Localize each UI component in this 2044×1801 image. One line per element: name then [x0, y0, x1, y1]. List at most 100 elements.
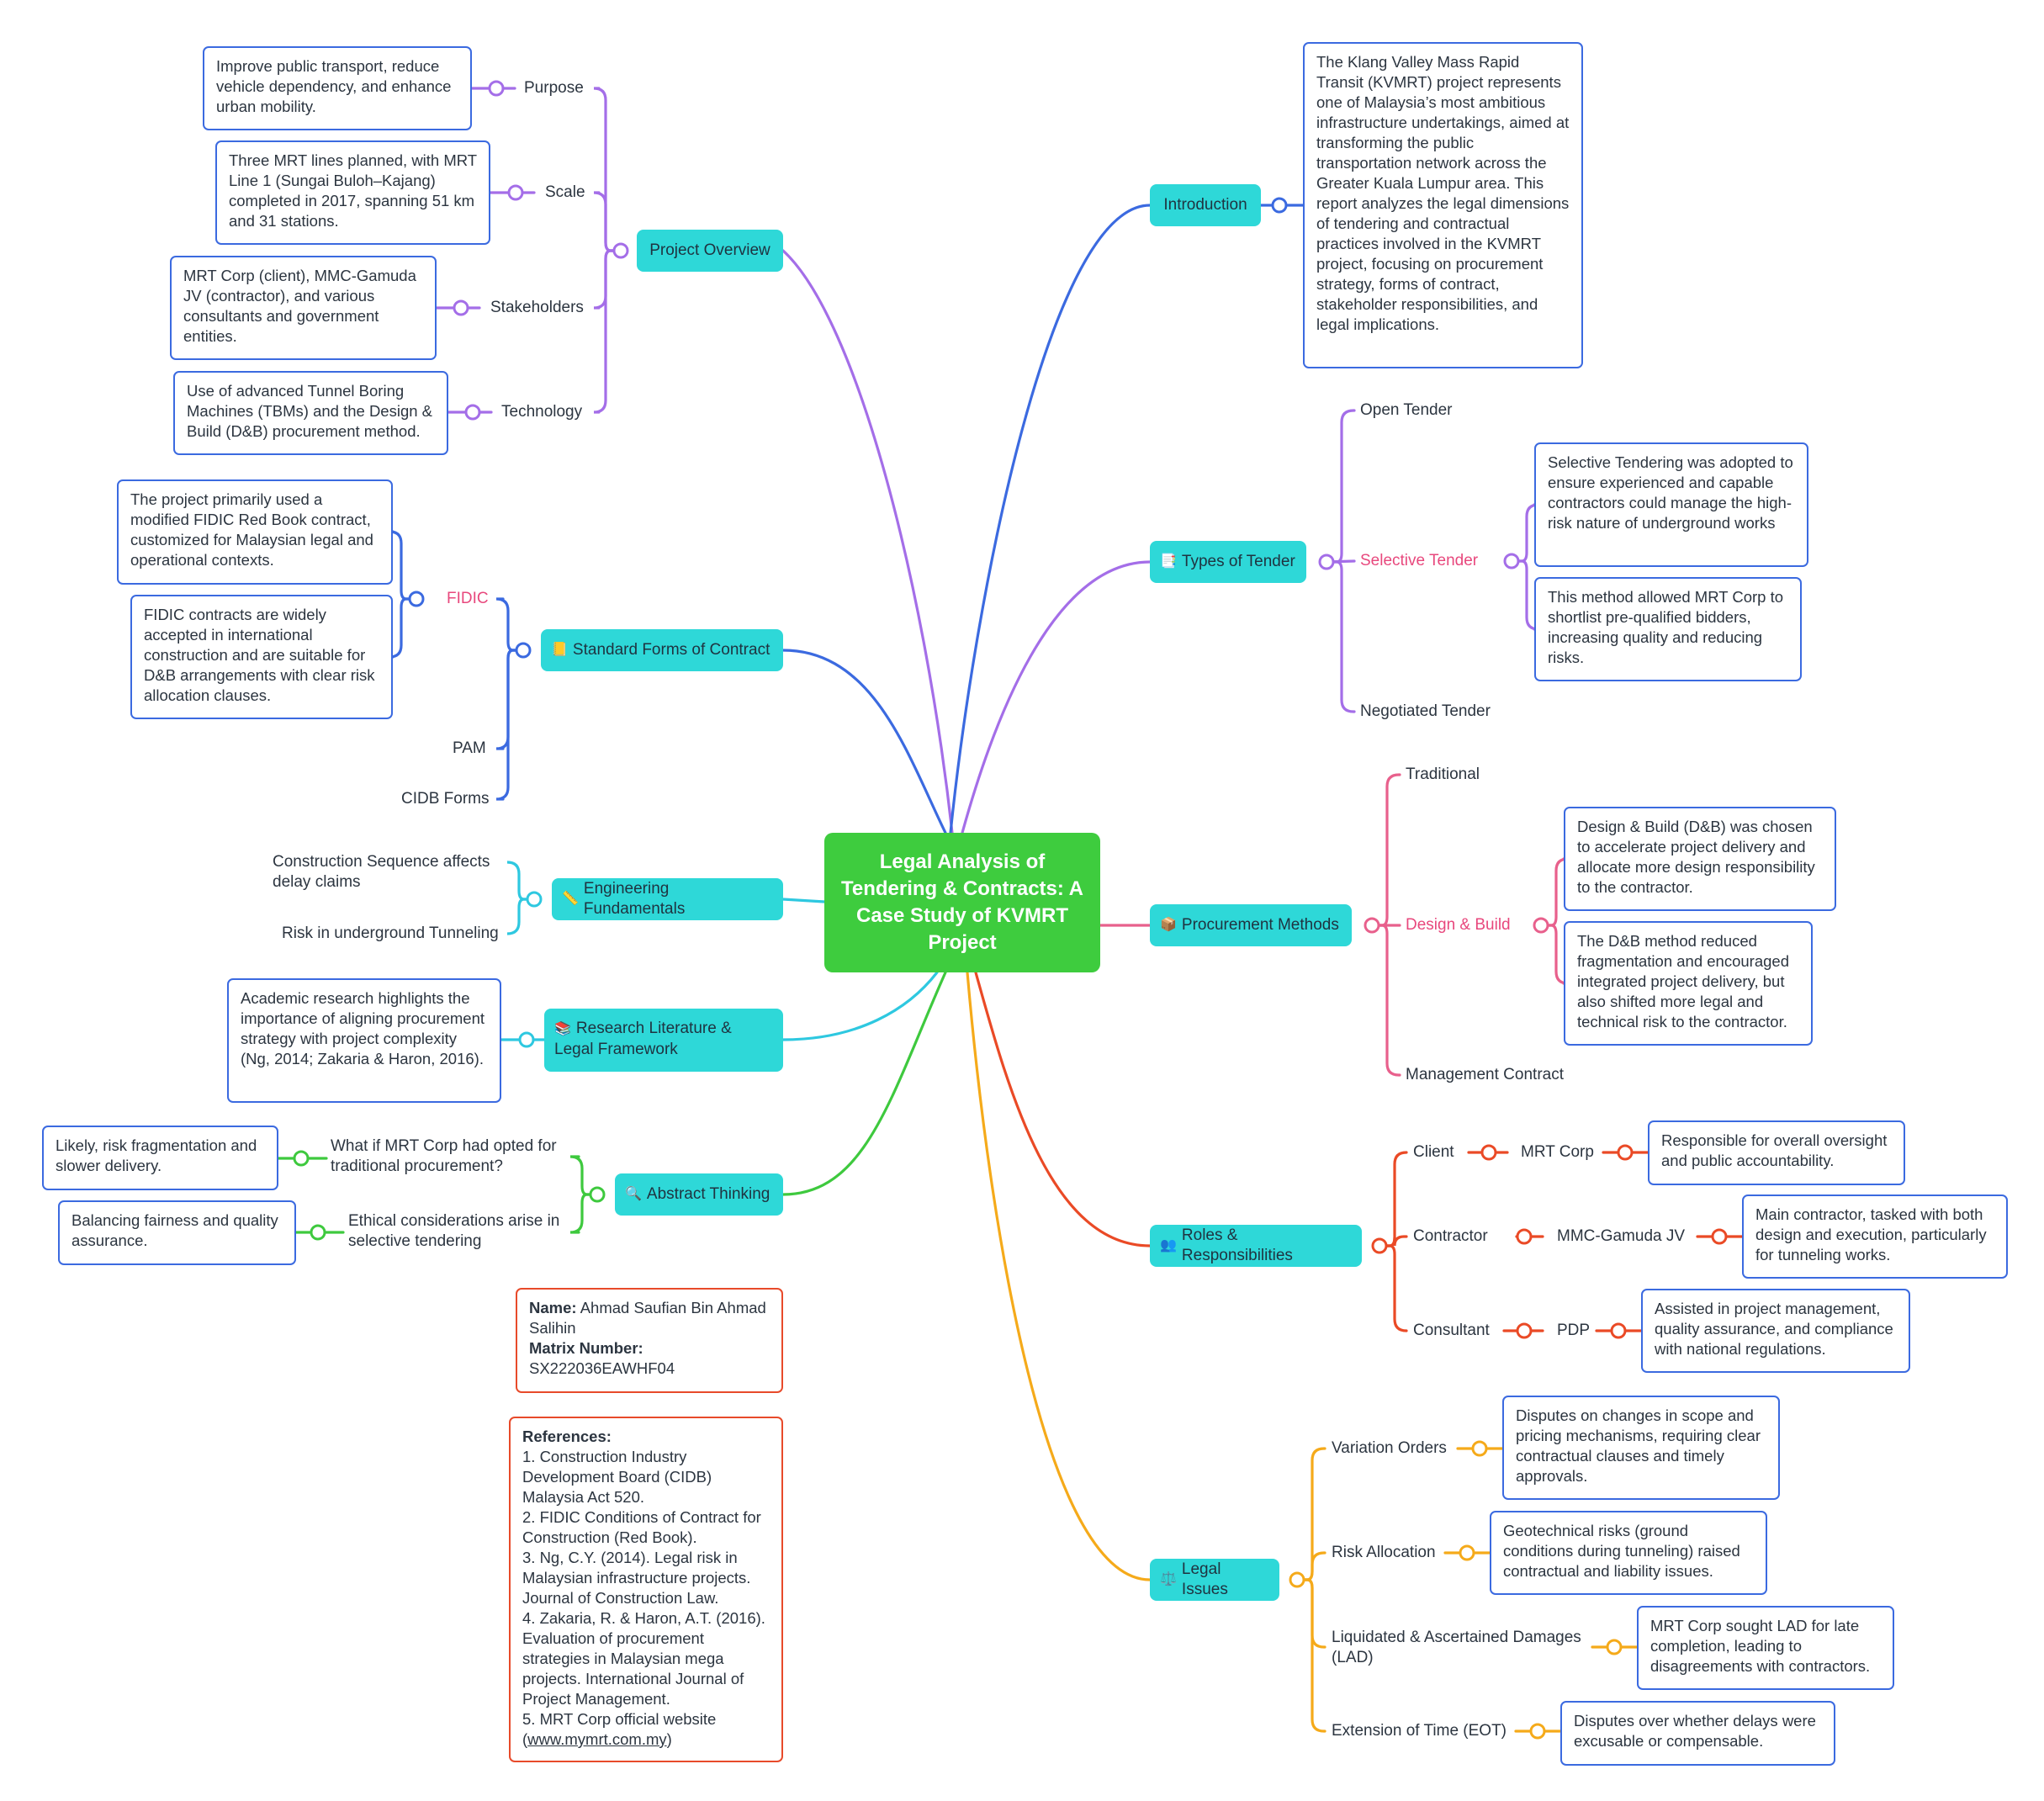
subtopic-scale-label: Scale	[545, 183, 585, 201]
subtopic-contractor[interactable]: Contractor	[1413, 1226, 1488, 1247]
subtopic-client[interactable]: Client	[1413, 1142, 1454, 1163]
subtopic-management-contract[interactable]: Management Contract	[1406, 1065, 1564, 1085]
name-label: Name:	[529, 1299, 577, 1316]
topic-standard-forms[interactable]: 📒 Standard Forms of Contract	[541, 629, 783, 671]
dot-legal-2[interactable]	[1606, 1639, 1623, 1655]
topic-procurement-label: Procurement Methods	[1181, 916, 1339, 934]
hub-abstract[interactable]	[589, 1186, 606, 1203]
root-topic[interactable]: Legal Analysis of Tendering & Contracts:…	[824, 833, 1100, 972]
reference-5-link[interactable]: www.mymrt.com.my	[527, 1730, 667, 1748]
dot-po-2[interactable]	[453, 299, 469, 316]
references-box: References: 1. Construction Industry Dev…	[509, 1417, 783, 1762]
hub-design-build[interactable]	[1533, 917, 1549, 934]
link-root-project-overview	[781, 249, 954, 834]
hub-selective[interactable]	[1503, 553, 1520, 569]
dot-legal-1[interactable]	[1459, 1544, 1475, 1561]
topic-types-of-tender[interactable]: 📑 Types of Tender	[1150, 541, 1306, 583]
subtopic-cidb-forms[interactable]: CIDB Forms	[401, 789, 490, 809]
subtopic-technology-label: Technology	[501, 403, 583, 421]
subtopic-scale[interactable]: Scale	[545, 183, 585, 203]
subtopic-eot[interactable]: Extension of Time (EOT)	[1332, 1721, 1507, 1741]
topic-engineering-label: Engineering Fundamentals	[583, 880, 686, 918]
dot2-role-2[interactable]	[1610, 1322, 1627, 1339]
dot-role-1[interactable]	[1516, 1228, 1533, 1245]
topic-research-label: 📚Research Literature & Legal Framework	[554, 1020, 732, 1058]
dot-po-3[interactable]	[464, 404, 481, 421]
subtopic-construction-sequence[interactable]: Construction Sequence affects delay clai…	[273, 852, 508, 893]
subtopic-consultant[interactable]: Consultant	[1413, 1321, 1490, 1341]
subtopic-variation-orders[interactable]: Variation Orders	[1332, 1438, 1447, 1459]
hub-fidic[interactable]	[408, 591, 425, 607]
note-fidic-2: FIDIC contracts are widely accepted in i…	[130, 595, 393, 719]
hub-project-overview[interactable]	[612, 242, 629, 259]
fan-tender-2	[1325, 560, 1356, 713]
topic-introduction[interactable]: Introduction	[1150, 184, 1261, 226]
note-variation-orders-text: Disputes on changes in scope and pricing…	[1516, 1406, 1761, 1485]
dot-legal-0[interactable]	[1471, 1440, 1488, 1457]
subtopic-fidic-label: FIDIC	[447, 590, 489, 607]
subtopic-stakeholders[interactable]: Stakeholders	[490, 298, 584, 318]
fan-selective-1	[1510, 559, 1539, 631]
hub-procurement[interactable]	[1364, 917, 1380, 934]
entity-mmc-gamuda[interactable]: MMC-Gamuda JV	[1557, 1226, 1685, 1247]
subtopic-purpose[interactable]: Purpose	[524, 78, 584, 98]
fan-roles-2	[1378, 1244, 1408, 1332]
subtopic-technology[interactable]: Technology	[501, 402, 582, 422]
topic-roles-responsibilities[interactable]: 👥 Roles & Responsibilities	[1150, 1225, 1362, 1267]
note-ethical: Balancing fairness and quality assurance…	[58, 1200, 296, 1265]
topic-research-literature[interactable]: 📚Research Literature & Legal Framework	[544, 1009, 783, 1072]
subtopic-what-if[interactable]: What if MRT Corp had opted for tradition…	[331, 1136, 575, 1177]
subtopic-negotiated-tender[interactable]: Negotiated Tender	[1360, 702, 1491, 722]
note-lad: MRT Corp sought LAD for late completion,…	[1637, 1606, 1894, 1690]
subtopic-fidic[interactable]: FIDIC	[447, 589, 489, 609]
subtopic-selective-tender[interactable]: Selective Tender	[1360, 551, 1478, 571]
link-root-legal	[966, 971, 1152, 1581]
note-scale: Three MRT lines planned, with MRT Line 1…	[215, 140, 490, 245]
hub-intro[interactable]	[1271, 197, 1288, 214]
topic-abstract-thinking[interactable]: 🔍 Abstract Thinking	[615, 1173, 783, 1216]
hub-engineering[interactable]	[526, 891, 543, 908]
subtopic-risk-allocation[interactable]: Risk Allocation	[1332, 1543, 1436, 1563]
dot-po-1[interactable]	[507, 184, 524, 201]
dot-abs-1[interactable]	[293, 1150, 310, 1167]
dot2-role-1[interactable]	[1711, 1228, 1728, 1245]
subtopic-ethical[interactable]: Ethical considerations arise in selectiv…	[348, 1211, 575, 1252]
dot-legal-3[interactable]	[1529, 1723, 1546, 1740]
references-title: References:	[522, 1428, 612, 1445]
dot-role-2[interactable]	[1516, 1322, 1533, 1339]
subtopic-underground-risk[interactable]: Risk in underground Tunneling	[282, 924, 499, 944]
entity-pdp[interactable]: PDP	[1557, 1321, 1590, 1341]
topic-procurement-methods[interactable]: 📦 Procurement Methods	[1150, 904, 1352, 946]
dot-role-0[interactable]	[1480, 1144, 1497, 1161]
topic-project-overview[interactable]: Project Overview	[637, 230, 783, 272]
topic-legal-issues[interactable]: ⚖️ Legal Issues	[1150, 1559, 1279, 1601]
note-design-build-2: The D&B method reduced fragmentation and…	[1564, 921, 1813, 1046]
subtopic-lad[interactable]: Liquidated & Ascertained Damages (LAD)	[1332, 1628, 1584, 1668]
subtopic-traditional[interactable]: Traditional	[1406, 765, 1480, 785]
hub-research[interactable]	[518, 1031, 535, 1048]
subtopic-contractor-label: Contractor	[1413, 1227, 1488, 1245]
subtopic-design-build[interactable]: Design & Build	[1406, 915, 1511, 935]
subtopic-consultant-label: Consultant	[1413, 1322, 1490, 1339]
fan-standard-forms-2	[495, 649, 525, 801]
dot-po-0[interactable]	[488, 80, 505, 97]
hub-tender[interactable]	[1318, 554, 1335, 570]
hub-standard-forms[interactable]	[515, 642, 532, 659]
topic-legal-label: Legal Issues	[1181, 1560, 1228, 1598]
dot-abs-2[interactable]	[310, 1224, 326, 1241]
note-risk-allocation: Geotechnical risks (ground conditions du…	[1490, 1511, 1767, 1595]
link-root-introduction	[949, 204, 1152, 834]
memo-icon: 📑	[1160, 554, 1177, 569]
note-contractor-text: Main contractor, tasked with both design…	[1755, 1205, 1987, 1263]
subtopic-open-tender[interactable]: Open Tender	[1360, 400, 1453, 421]
subtopic-pam[interactable]: PAM	[453, 739, 486, 759]
dot2-role-0[interactable]	[1617, 1144, 1634, 1161]
subtopic-what-if-label: What if MRT Corp had opted for tradition…	[331, 1137, 557, 1175]
matrix-label: Matrix Number:	[529, 1339, 643, 1357]
entity-mrt-corp[interactable]: MRT Corp	[1521, 1142, 1594, 1163]
hub-legal[interactable]	[1289, 1571, 1305, 1588]
hub-roles[interactable]	[1371, 1237, 1388, 1254]
fan-roles-0	[1378, 1151, 1408, 1247]
entity-pdp-label: PDP	[1557, 1322, 1591, 1339]
topic-engineering-fundamentals[interactable]: 📏 Engineering Fundamentals	[552, 878, 783, 920]
